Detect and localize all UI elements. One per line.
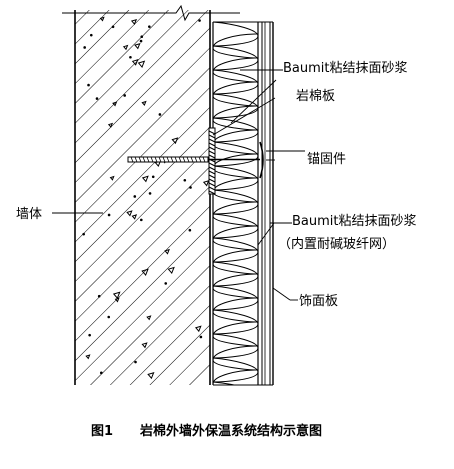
label-wall: 墙体 [16,207,42,222]
label-mortar-mesh: Baumit粘结抹面砂浆 [292,214,417,229]
label-anchor: 锚固件 [307,152,346,167]
adhesive-strip [208,127,216,195]
mortar-and-facing-layers [213,21,274,386]
label-rock-wool-board: 岩棉板 [296,89,335,104]
label-mesh-note: （内置耐碱玻纤网） [278,236,395,252]
aggregate-dots [82,16,210,380]
caption-title: 岩棉外墙外保温系统结构示意图 [139,423,322,439]
label-facing-board: 饰面板 [299,294,338,309]
leader-lines [52,69,305,301]
caption-number: 图1 [91,424,113,439]
rock-wool-insulation [212,22,259,385]
anchor-fastener [127,141,264,179]
concrete-wall [62,4,240,385]
label-mortar-top: Baumit粘结抹面砂浆 [283,61,408,76]
